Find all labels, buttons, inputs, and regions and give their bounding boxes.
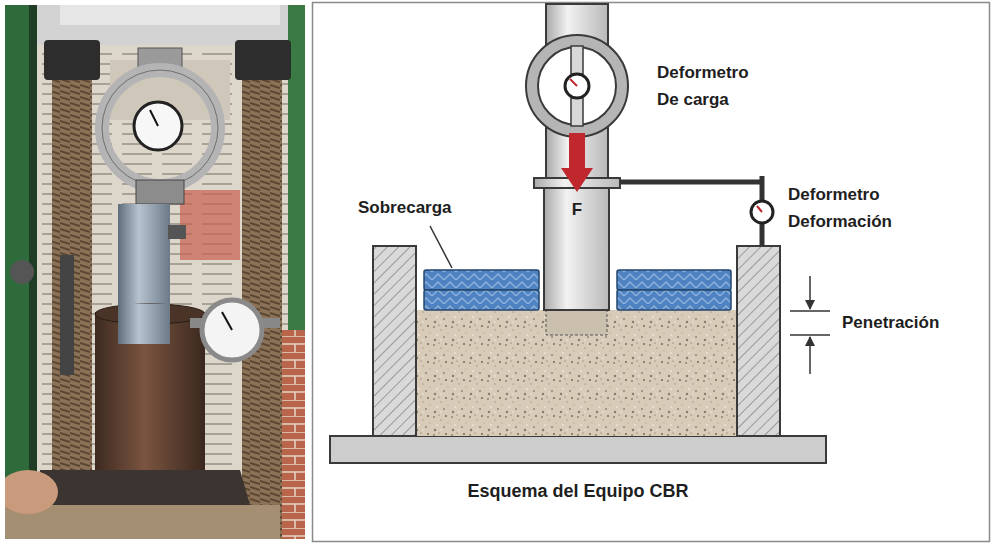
cbr-schematic-part [790,310,830,312]
equipment-photo-part [222,312,232,330]
equipment-photo-part [102,70,218,186]
equipment-photo-part [134,102,182,150]
cbr-schematic-part [757,206,762,212]
cbr-schematic-part [430,226,452,268]
cbr-schematic-part [805,300,815,310]
gauge-label: Deformetro De carga [657,59,767,113]
cbr-schematic-part [330,436,826,463]
equipment-photo-part [5,5,305,539]
equipment-photo-part [60,5,280,25]
equipment-photo-part [180,190,240,260]
panel-border [313,3,990,542]
equipment-photo-part [35,470,250,505]
cbr-schematic-part [790,334,830,336]
equipment-photo-part [168,225,186,239]
equipment-photo-part [202,300,262,360]
equipment-photo-part [102,70,218,186]
cbr-schematic-part [532,41,622,131]
equipment-photo-part [278,330,305,539]
cbr-schematic-part [561,168,593,192]
force-label: F [567,196,587,223]
cbr-schematic-part [544,188,609,310]
equipment-photo-part [60,255,74,375]
equipment-photo-part [10,260,34,284]
equipment-photo-part [118,304,170,344]
cbr-schematic-part [424,290,539,310]
cbr-schematic-part [805,336,815,346]
cbr-schematic-part [526,35,628,137]
equipment-photo-part [235,40,291,80]
cbr-schematic-part [571,98,583,126]
cbr-schematic-part [570,79,577,86]
cbr-schematic [330,4,830,463]
equipment-photo-part [5,5,305,45]
equipment-photo-part [118,204,170,344]
cbr-schematic-part [424,270,539,290]
equipment-photo-part [136,180,184,204]
equipment-photo-part [52,45,92,539]
cbr-schematic-part [569,133,585,169]
equipment-photo-part [242,45,282,539]
cbr-schematic-part [373,246,416,436]
cbr-schematic-part [751,201,773,223]
figure-caption: Esquema del Equipo CBR [330,481,826,502]
equipment-photo-part [150,110,158,126]
equipment-photo-part [5,505,280,539]
cbr-schematic-part [617,270,731,290]
equipment-photo-part [44,40,100,80]
equipment-photo-part [5,470,58,514]
cbr-schematic-part [617,290,731,310]
dimension-label: Penetración [842,309,939,336]
equipment-photo [5,5,305,539]
cbr-schematic-part [737,246,780,436]
gauge-label: Deformetro Deformación [788,181,908,235]
cbr-schematic-part [538,47,616,125]
cbr-schematic-part [416,310,737,436]
cbr-schematic-part [565,74,589,98]
cbr-schematic-part [620,180,764,185]
cbr-schematic-part [546,310,607,335]
part-label: Sobrecarga [358,194,452,221]
cbr-schematic-part [571,46,583,74]
